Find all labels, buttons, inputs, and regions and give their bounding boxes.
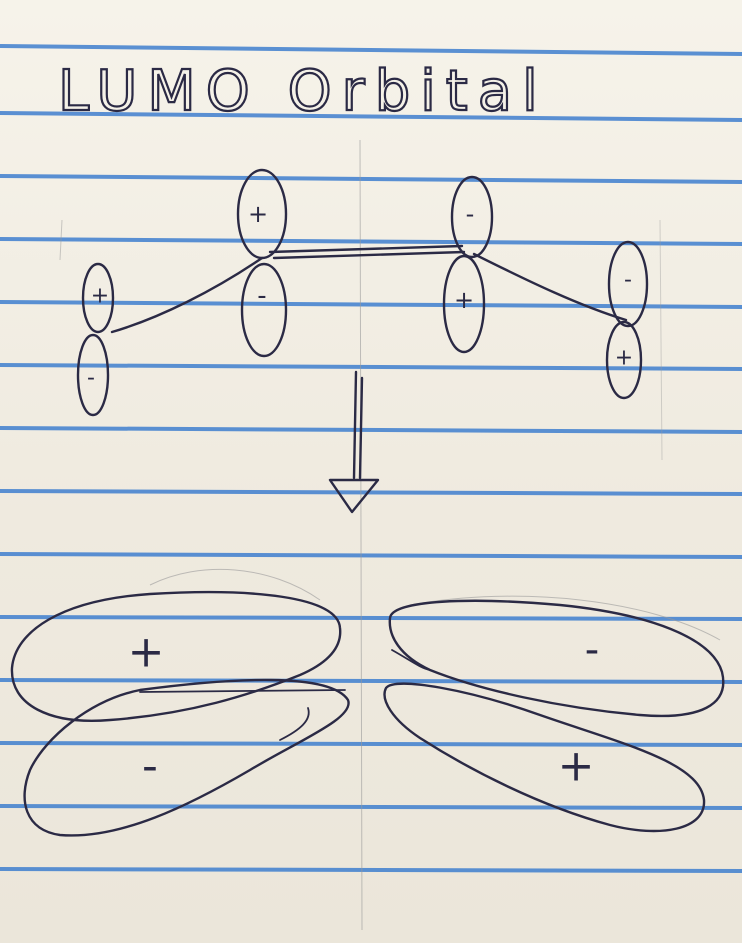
sign-1-bottom: -	[87, 366, 95, 391]
top-diagram: + - + - - + - +	[76, 168, 649, 417]
lobe-4-top	[607, 240, 649, 328]
lobe-1-bottom	[76, 333, 110, 417]
sign-1-top: +	[91, 284, 109, 309]
p-orbital-4: - +	[605, 240, 649, 400]
lobe-2-top	[236, 168, 288, 260]
sign-left-bottom: -	[142, 741, 158, 792]
sign-2-bottom: -	[257, 281, 266, 311]
lobe-3-bottom	[442, 254, 486, 354]
sign-left-top: +	[128, 627, 165, 678]
lobe-1-top	[81, 262, 115, 334]
sign-2-top: +	[248, 200, 268, 228]
right-upper-lobe	[388, 599, 725, 718]
down-arrow	[328, 370, 380, 514]
left-upper-lobe	[10, 590, 342, 722]
bond-line-right	[472, 252, 628, 322]
lobe-2-bottom	[240, 262, 288, 358]
lobe-4-bottom	[605, 320, 643, 400]
title: LUMO Orbital	[58, 59, 548, 124]
bond-line-middle-upper	[268, 244, 464, 254]
sign-3-top: -	[466, 200, 475, 228]
p-orbital-3: - +	[442, 175, 494, 354]
sign-4-bottom: +	[615, 346, 633, 371]
bottom-diagram: + - - +	[10, 568, 725, 837]
left-lower-lobe	[23, 678, 350, 837]
right-lower-lobe	[383, 682, 706, 833]
lobe-3-top	[450, 175, 494, 259]
sign-right-top: -	[585, 627, 599, 673]
bond-line-middle-lower	[272, 250, 466, 260]
sign-right-bottom: +	[558, 741, 595, 792]
p-orbital-1: + -	[76, 262, 115, 417]
bond-line-left	[110, 256, 264, 334]
sign-4-top: -	[624, 268, 632, 293]
p-orbital-2: + -	[236, 168, 288, 358]
sign-3-bottom: +	[454, 286, 474, 314]
